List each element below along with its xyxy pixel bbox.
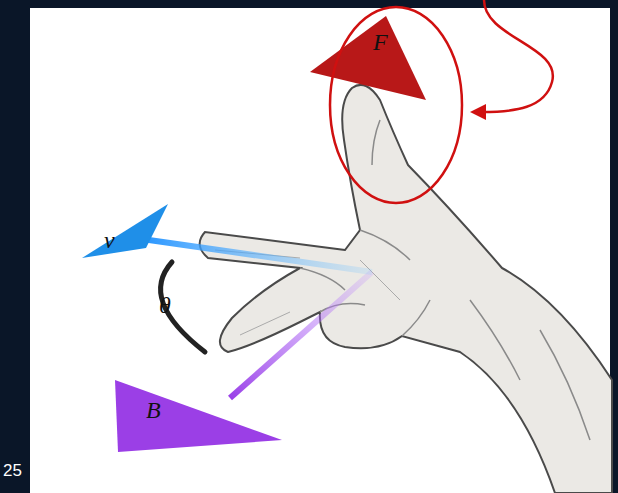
- b-vector-head: [115, 380, 282, 452]
- angle-label: θ: [159, 293, 171, 317]
- v-vector-head: [82, 204, 168, 258]
- vector-label: F: [373, 30, 388, 54]
- v-vector-shaft: [135, 238, 372, 272]
- b-vector-shaft: [230, 272, 372, 398]
- callout-arrow: [482, 0, 553, 112]
- hand-shading: [300, 120, 590, 440]
- callout-arrowhead: [470, 104, 486, 120]
- hand-sketch: [200, 85, 612, 493]
- f-vector-shaft: [369, 80, 376, 272]
- f-vector-head: [310, 16, 426, 100]
- highlight-ellipse: [330, 7, 462, 203]
- page-number: 25: [3, 462, 22, 479]
- vector-label: B: [146, 398, 161, 422]
- vector-label: v: [104, 228, 115, 252]
